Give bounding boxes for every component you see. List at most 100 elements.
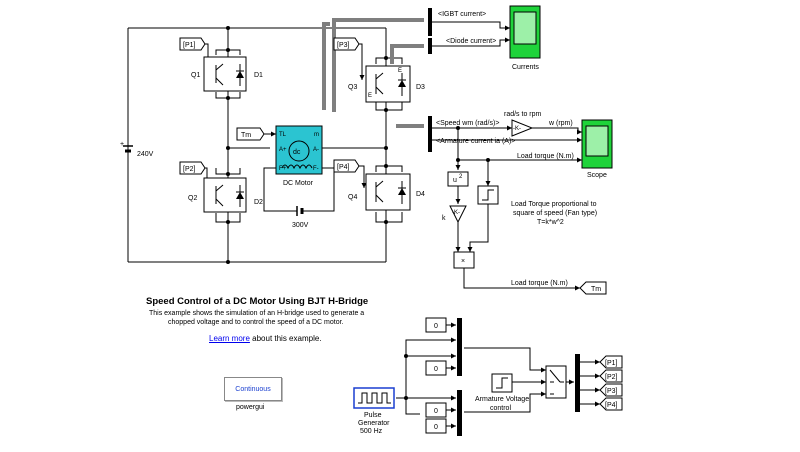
- svg-text:+: +: [120, 141, 124, 148]
- diode-current-label: <Diode current>: [446, 38, 496, 45]
- field-coil-icon: [281, 164, 313, 170]
- goto-tag-p4[interactable]: [599, 397, 623, 411]
- demux-output[interactable]: [575, 354, 580, 412]
- product-block[interactable]: [453, 251, 475, 269]
- description-line-2: chopped voltage and to control the speed…: [168, 319, 344, 326]
- transistor-q1[interactable]: [203, 56, 247, 92]
- q1-label: Q1: [191, 72, 200, 79]
- rads-to-rpm-gain-text: -K-: [513, 126, 521, 132]
- learn-more-line: Learn more about this example.: [209, 334, 322, 343]
- q3-label: Q3: [348, 84, 357, 91]
- description-line-1: This example shows the simulation of an …: [149, 310, 365, 317]
- q3-m-pin: E: [398, 68, 402, 74]
- q2-label: Q2: [188, 195, 197, 202]
- step-block[interactable]: [491, 373, 513, 393]
- goto-tag-p1-label: [P1]: [605, 360, 618, 367]
- currents-scope[interactable]: [509, 5, 541, 59]
- sign-block[interactable]: [477, 185, 499, 205]
- armature-voltage-label-2: control: [490, 405, 511, 412]
- scope[interactable]: [581, 119, 613, 169]
- from-tag-tm[interactable]: [236, 127, 265, 141]
- source-240v-label: 240V: [137, 151, 154, 158]
- measurement-buses: [322, 18, 424, 128]
- junctions: [226, 26, 388, 264]
- q4-label: Q4: [348, 194, 357, 201]
- d4-label: D4: [416, 191, 425, 198]
- from-tag-p2[interactable]: [179, 161, 206, 175]
- goto-tag-p3[interactable]: [599, 383, 623, 397]
- from-tag-p3-label: [P3]: [337, 42, 350, 49]
- k-gain-text: -K-: [452, 210, 460, 216]
- dc-motor-icon: dc: [293, 149, 301, 156]
- product-block-text: ×: [461, 258, 465, 265]
- w-rpm-label: w (rpm): [548, 120, 573, 127]
- rads-to-rpm-label: rad/s to rpm: [504, 111, 542, 118]
- square-block[interactable]: [447, 171, 469, 187]
- page-title: Speed Control of a DC Motor Using BJT H-…: [146, 296, 369, 307]
- transistor-q3[interactable]: [365, 65, 411, 103]
- transistor-q4[interactable]: [365, 173, 411, 211]
- motor-port-a-plus: A+: [279, 147, 287, 153]
- from-tag-p3[interactable]: [333, 37, 360, 51]
- pulse-generator-label-1: Pulse: [364, 412, 382, 419]
- pulse-generator[interactable]: [353, 387, 395, 409]
- k-gain-label: k: [442, 215, 446, 222]
- from-tag-tm-label: Tm: [241, 132, 251, 139]
- learn-more-suffix: about this example.: [249, 334, 322, 343]
- from-tag-p2-label: [P2]: [183, 166, 196, 173]
- power-wires: [127, 27, 403, 263]
- armature-current-label: <Armature current ia (A)>: [436, 138, 515, 145]
- q3-emitter-pin: E: [368, 93, 372, 99]
- from-tag-p4[interactable]: [333, 159, 360, 173]
- constant-4[interactable]: [425, 418, 447, 434]
- load-note-line1: Load Torque proportional to: [511, 201, 597, 208]
- load-note-line2: square of speed (Fan type): [513, 210, 597, 217]
- mux-top[interactable]: [457, 318, 462, 376]
- goto-tag-p1[interactable]: [599, 355, 623, 369]
- mux-bottom[interactable]: [457, 390, 462, 436]
- from-tag-p1[interactable]: [179, 37, 206, 51]
- constant-1[interactable]: [425, 317, 447, 333]
- powergui-label: powergui: [236, 404, 265, 411]
- rads-to-rpm-gain[interactable]: [511, 119, 534, 137]
- constant-3-value: 0: [434, 408, 438, 415]
- pulse-generator-label-3: 500 Hz: [360, 428, 383, 435]
- constant-3[interactable]: [425, 402, 447, 418]
- speed-label: <Speed wm (rad/s)>: [436, 120, 499, 127]
- goto-tag-tm[interactable]: [579, 281, 607, 295]
- motor-port-m: m: [314, 132, 319, 138]
- goto-tag-p4-label: [P4]: [605, 402, 618, 409]
- dc-source-240v[interactable]: +: [120, 141, 133, 153]
- learn-more-link[interactable]: Learn more: [209, 334, 250, 343]
- source-300v-label: 300V: [292, 222, 309, 229]
- square-block-text: u: [453, 177, 457, 184]
- goto-tag-p2[interactable]: [599, 369, 623, 383]
- k-gain[interactable]: [449, 205, 467, 224]
- motor-port-a-minus: A-: [313, 147, 319, 153]
- scope-label: Scope: [587, 172, 607, 179]
- dc-motor-label: DC Motor: [283, 180, 314, 187]
- from-tag-p1-label: [P1]: [183, 42, 196, 49]
- pulse-generator-label-2: Generator: [358, 420, 390, 427]
- bus-selector-motor[interactable]: [428, 116, 432, 152]
- igbt-current-label: <IGBT current>: [438, 11, 486, 18]
- bus-selector-currents-b[interactable]: [428, 38, 432, 54]
- dc-source-300v[interactable]: [282, 206, 316, 216]
- constant-2-value: 0: [434, 366, 438, 373]
- powergui-mode: Continuous: [235, 385, 271, 393]
- load-note-line3: T=k*w^2: [537, 219, 564, 226]
- d1-label: D1: [254, 72, 263, 79]
- motor-port-f-plus: F+: [279, 166, 287, 172]
- goto-tag-tm-label: Tm: [591, 286, 601, 293]
- constant-2[interactable]: [425, 360, 447, 376]
- powergui-block[interactable]: Continuous: [224, 377, 282, 401]
- measurement-signal-wires: [432, 21, 582, 291]
- goto-tag-p3-label: [P3]: [605, 388, 618, 395]
- switch-block[interactable]: [545, 365, 567, 399]
- d2-label: D2: [254, 199, 263, 206]
- constant-1-value: 0: [434, 323, 438, 330]
- square-block-exp: 2: [459, 174, 463, 180]
- transistor-q2[interactable]: [203, 177, 247, 213]
- armature-voltage-label-1: Armature Voltage: [475, 396, 529, 403]
- bus-selector-currents-a[interactable]: [428, 8, 432, 36]
